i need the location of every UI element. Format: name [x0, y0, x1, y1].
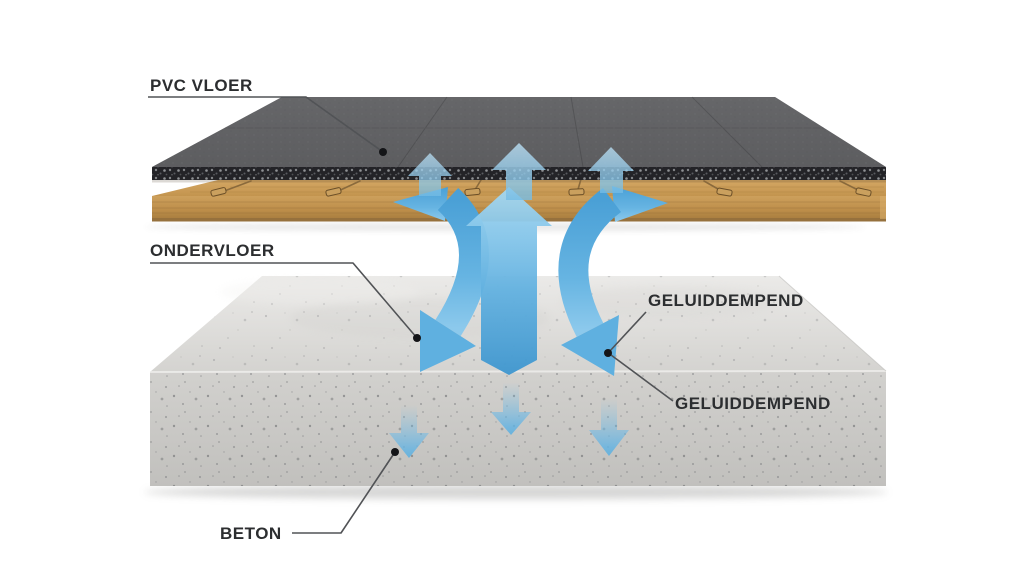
label-pvc-vloer: PVC VLOER [150, 76, 253, 95]
label-geluiddempend-upper: GELUIDDEMPEND [648, 291, 804, 310]
arrow-damped-left [389, 405, 429, 458]
dot-ondervloer [413, 334, 421, 342]
arrow-up-through-pvc-center [492, 143, 546, 200]
label-ondervloer: ONDERVLOER [150, 241, 275, 260]
dot-geluiddempend [604, 349, 612, 357]
concrete-front-speckle [150, 371, 886, 486]
leader-lines [148, 96, 674, 534]
label-geluiddempend-lower: GELUIDDEMPEND [675, 394, 831, 413]
dowel-slot [464, 179, 482, 197]
dowel-slot [568, 178, 585, 196]
dowel-slot [210, 180, 252, 197]
dowel-slot [325, 180, 361, 197]
dowel-slot [703, 180, 733, 197]
leader-pvc-vloer [148, 96, 384, 153]
arrow-curved-right-band [558, 188, 622, 337]
dowel-slots [210, 178, 872, 197]
dot-beton [391, 448, 399, 456]
arrow-curved-right [558, 186, 668, 376]
concrete-right-edge [778, 275, 887, 372]
concrete-edge-highlight [149, 370, 887, 373]
arrow-up-center [466, 187, 552, 375]
arrow-curved-left-head [420, 310, 476, 372]
leader-dots [379, 148, 612, 456]
arrow-up-through-pvc-right [588, 147, 634, 193]
pvc-top-texture [152, 97, 886, 167]
dowel-slot [839, 180, 872, 197]
sound-arrows [389, 143, 668, 458]
arrow-curved-right-tail [612, 186, 668, 222]
arrow-curved-right-head [561, 315, 619, 376]
arrow-damped-right [589, 398, 629, 456]
concrete-shadow [144, 485, 888, 499]
arrow-up-through-pvc-left [408, 153, 452, 196]
dot-pvc-vloer [379, 148, 387, 156]
leader-geluiddempend-lower [610, 354, 674, 402]
underlayment-end-grain [880, 196, 886, 219]
leader-geluiddempend-upper [608, 311, 647, 353]
pvc-floor-slab [152, 96, 886, 180]
label-beton: BETON [220, 524, 282, 543]
underlayment-top-grain [190, 186, 884, 193]
arrow-damped-center [491, 382, 531, 435]
leader-beton [292, 451, 396, 534]
arrow-curved-left-band [435, 187, 489, 337]
pvc-tile-seams [225, 96, 824, 168]
leader-ondervloer [150, 262, 418, 339]
